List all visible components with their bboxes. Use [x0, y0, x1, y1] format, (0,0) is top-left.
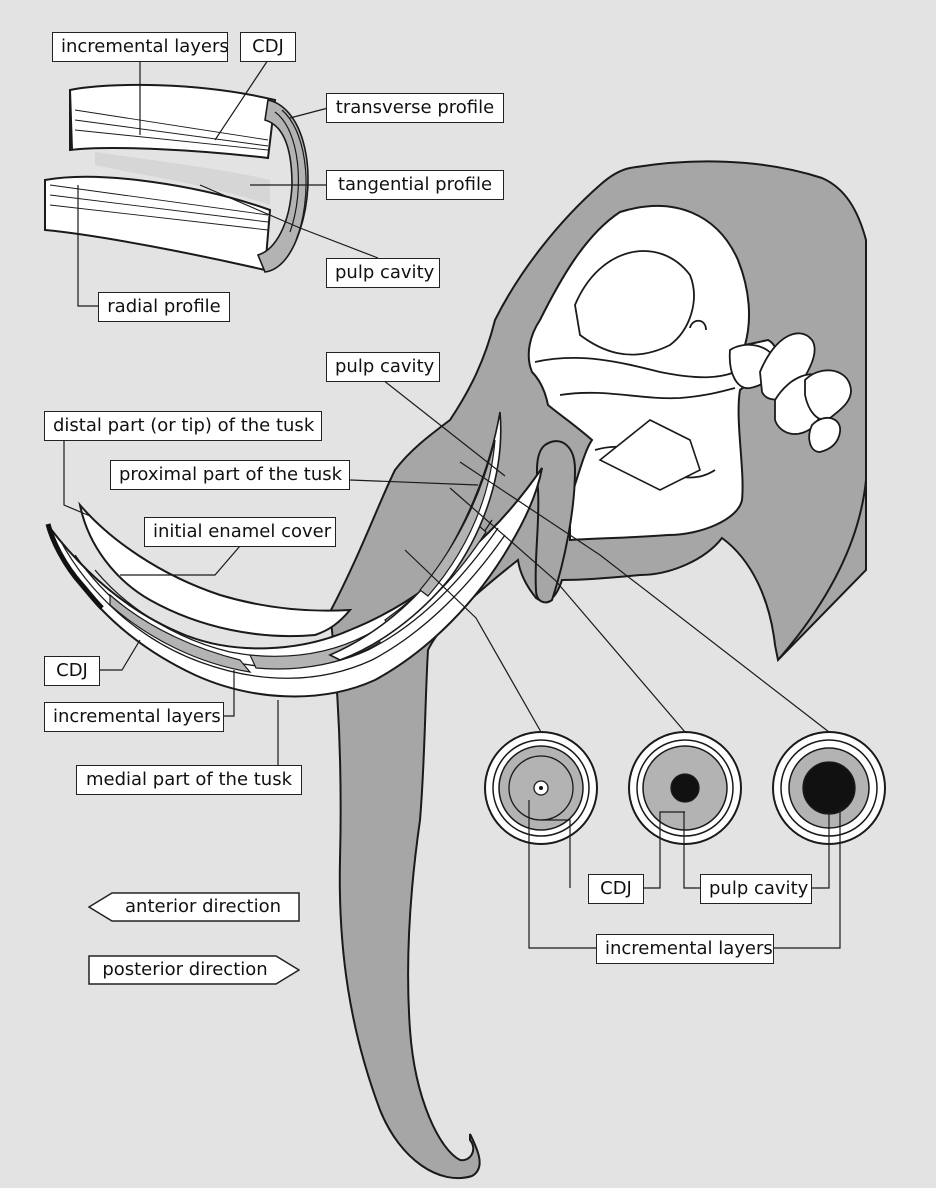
skull-eye-socket [574, 250, 695, 356]
skull-hook [689, 319, 707, 331]
label-pulp-cavity-bottom: pulp cavity [700, 874, 812, 904]
cross-section-2 [628, 731, 742, 845]
ear-outline [777, 479, 867, 661]
cross-section-3 [772, 731, 886, 845]
arrow-left-icon [88, 892, 300, 922]
anterior-direction-arrow: anterior direction [88, 892, 300, 922]
skull-mandible [598, 419, 701, 491]
enamel-tip [45, 523, 104, 610]
vertebrae [728, 332, 852, 453]
arrow-right-icon [88, 955, 300, 985]
skull-zygomatic-line [534, 357, 736, 379]
cross-section-1 [484, 731, 598, 845]
label-pulp-cavity-top: pulp cavity [326, 258, 440, 288]
leader-lines [63, 59, 841, 949]
tusk-upper-grey [419, 439, 496, 597]
label-tangential-profile: tangential profile [326, 170, 504, 200]
label-initial-enamel: initial enamel cover [144, 517, 336, 547]
label-transverse-profile: transverse profile [326, 93, 504, 123]
label-medial-part: medial part of the tusk [76, 765, 302, 795]
label-incremental-layers-top: incremental layers [52, 32, 229, 62]
label-cdj-top: CDJ [240, 32, 296, 62]
label-pulp-cavity-mid: pulp cavity [326, 352, 440, 382]
label-incremental-layers-left: incremental layers [44, 702, 224, 732]
label-cdj-bottom: CDJ [588, 874, 644, 904]
label-radial-profile: radial profile [98, 292, 230, 322]
tusk-front [78, 501, 353, 638]
anterior-direction-label: anterior direction [125, 896, 281, 917]
label-proximal-part: proximal part of the tusk [110, 460, 350, 490]
skull [527, 204, 778, 542]
label-distal-part: distal part (or tip) of the tusk [44, 411, 322, 441]
lower-lip [534, 440, 577, 604]
posterior-direction-arrow: posterior direction [88, 955, 300, 985]
label-cdj-left: CDJ [44, 656, 100, 686]
posterior-direction-label: posterior direction [102, 959, 268, 980]
tusk-block [44, 83, 309, 273]
skull-jaw-line [559, 387, 736, 400]
label-incremental-layers-bottom: incremental layers [596, 934, 774, 964]
